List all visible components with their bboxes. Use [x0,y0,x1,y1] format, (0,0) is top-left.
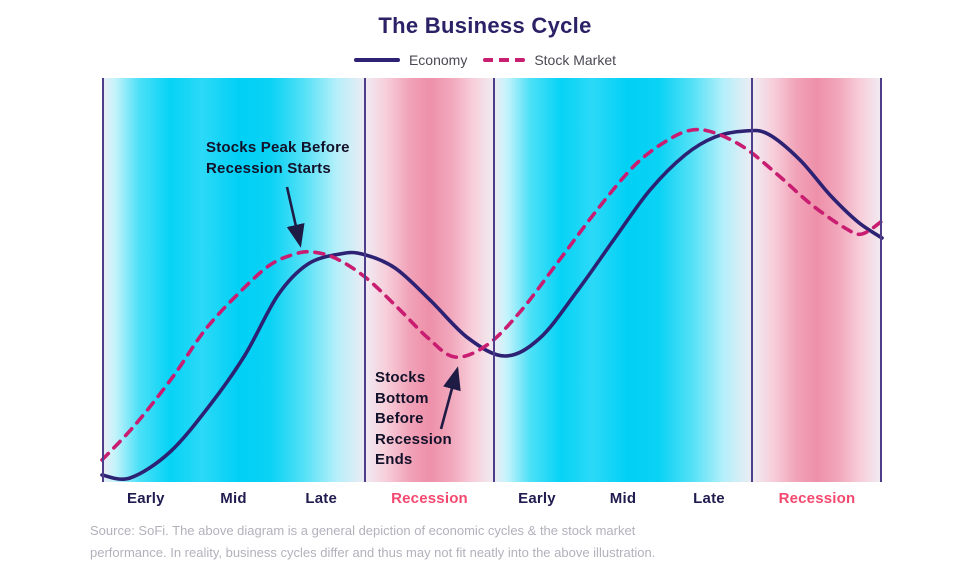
axis-label-early: Early [126,489,165,507]
x-axis-labels: Early Mid Late Recession Early Mid Late Recessi… [102,487,882,509]
phase-bands [102,78,882,482]
annotation-arrow-stocks-peak [285,186,305,248]
stock-market-dash-swatch [483,58,526,62]
band-recession [752,78,882,482]
divider-line [364,78,366,482]
axis-segment-recession: Recession [365,487,494,509]
series-group [100,127,884,482]
divider-line [751,78,753,482]
axis-label-late: Late [693,489,725,507]
axis-segment-recession: Recession [752,487,882,509]
stock-market-line [100,127,884,462]
divider-line [880,78,882,482]
axis-label-mid: Mid [220,489,247,507]
band-expansion [494,78,752,482]
legend-item-stock-market: Stock Market [483,52,616,68]
legend: Economy Stock Market [0,52,970,68]
axis-label-mid: Mid [609,489,637,507]
axis-label-recession: Recession [778,489,856,507]
page-title: The Business Cycle [378,13,592,38]
economy-line [100,128,884,482]
divider-line [102,78,104,482]
divider-line [493,78,495,482]
curves-svg [100,127,884,482]
legend-item-economy: Economy [353,52,468,68]
arrows-group [285,186,461,430]
axis-label-early: Early [518,489,556,507]
source-note: Source: SoFi. The above diagram is a gen… [90,523,656,560]
axis-segment-expansion: Early Mid Late [102,487,365,509]
annotation-arrow-stocks-bottom [439,366,461,430]
band-recession [365,78,494,482]
axis-label-late: Late [305,489,337,507]
band-expansion [102,78,365,482]
legend-label-stock-market: Stock Market [534,52,617,68]
axis-segment-expansion: Early Mid Late [494,487,752,509]
annotation-stocks-bottom: Stocks Bottom Before Recession Ends [375,369,452,468]
annotation-stocks-peak: Stocks Peak Before Recession Starts [206,139,350,177]
axis-label-recession: Recession [391,489,468,507]
legend-label-economy: Economy [408,52,468,68]
economy-line-swatch [353,58,400,62]
